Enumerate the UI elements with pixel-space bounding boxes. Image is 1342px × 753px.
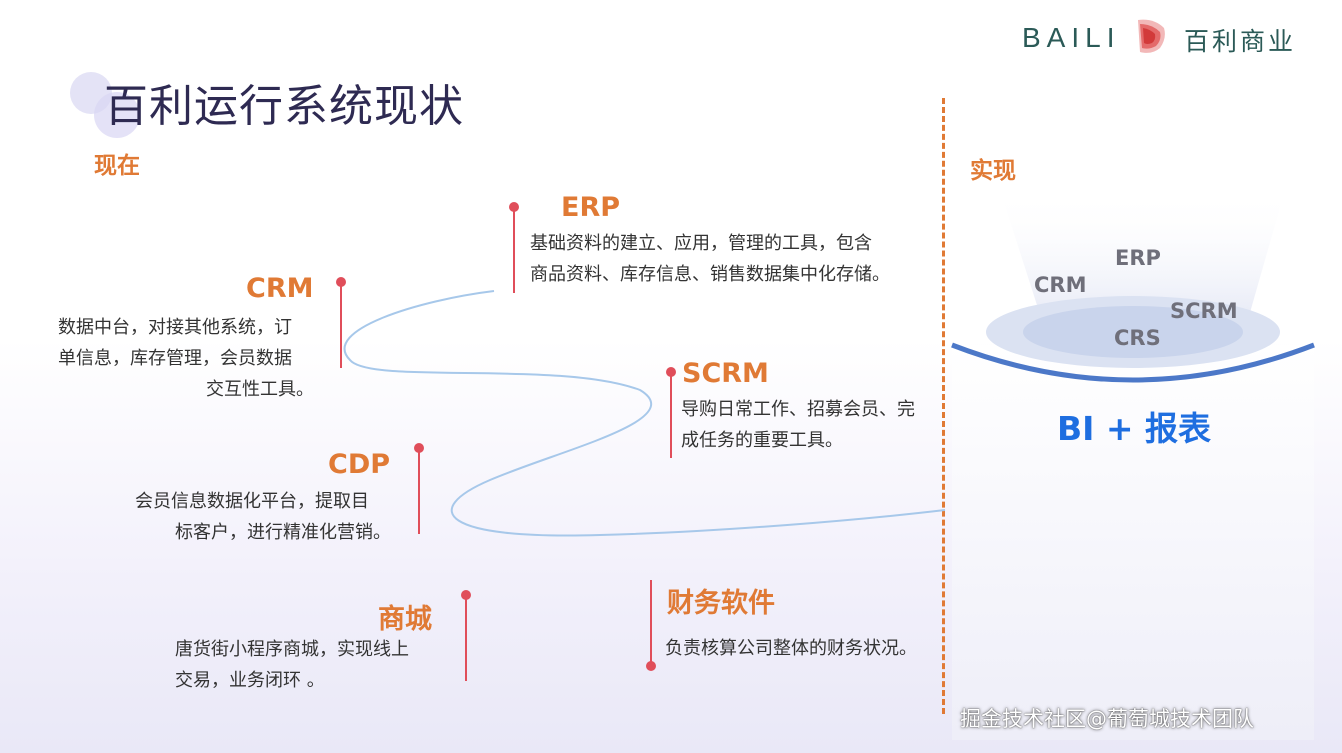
logo-text-cn: 百利商业	[1184, 27, 1297, 56]
bi-stack-item: SCRM	[1170, 299, 1238, 323]
cdp-title: CDP	[328, 449, 391, 480]
cdp-desc-line: 会员信息数据化平台，提取目	[135, 491, 369, 512]
scrm-marker-line	[670, 372, 672, 458]
finance-description: 负责核算公司整体的财务状况。	[665, 633, 917, 664]
scrm-desc-line: 成任务的重要工具。	[681, 430, 843, 451]
baili-logo-mark-icon	[1138, 19, 1165, 53]
crm-description: 数据中台，对接其他系统，订 单信息，库存管理，会员数据 交互性工具。	[58, 312, 314, 405]
erp-title: ERP	[561, 192, 621, 223]
logo-text-en: BAILI	[1022, 22, 1121, 53]
mall-marker-line	[465, 595, 467, 681]
bi-stack-item: CRM	[1034, 273, 1087, 297]
scrm-title: SCRM	[682, 358, 769, 389]
mall-title: 商城	[378, 604, 432, 635]
crm-title: CRM	[246, 273, 314, 304]
section-divider	[942, 98, 945, 714]
watermark: 掘金技术社区@葡萄城技术团队	[960, 707, 1254, 731]
finance-desc-line: 负责核算公司整体的财务状况。	[665, 638, 917, 659]
finance-marker-line	[650, 580, 652, 666]
erp-desc-line: 基础资料的建立、应用，管理的工具，包含	[530, 233, 872, 254]
mall-description: 唐货街小程序商城，实现线上 交易，业务闭环 。	[175, 634, 409, 696]
erp-desc-line: 商品资料、库存信息、销售数据集中化存储。	[530, 264, 890, 285]
bi-stack-item: ERP	[1115, 246, 1161, 270]
now-label: 现在	[94, 153, 140, 179]
crm-desc-line: 数据中台，对接其他系统，订	[58, 317, 292, 338]
page-title: 百利运行系统现状	[104, 81, 464, 132]
cdp-marker-line	[418, 448, 420, 534]
bi-stack-item: CRS	[1114, 326, 1161, 350]
cdp-description: 会员信息数据化平台，提取目 标客户，进行精准化营销。	[135, 486, 391, 548]
finance-marker-dot	[646, 661, 656, 671]
crm-desc-line: 单信息，库存管理，会员数据	[58, 348, 292, 369]
erp-description: 基础资料的建立、应用，管理的工具，包含 商品资料、库存信息、销售数据集中化存储。	[530, 228, 890, 290]
realized-label: 实现	[970, 158, 1016, 184]
erp-marker-line	[513, 207, 515, 293]
crm-desc-line: 交互性工具。	[206, 379, 314, 400]
brand-logo: BAILI 百利商业	[1022, 14, 1302, 58]
bi-platform-graphic: ERP CRM SCRM CRS BI + 报表	[945, 180, 1342, 740]
bi-title: BI + 报表	[1057, 409, 1212, 448]
mall-desc-line: 唐货街小程序商城，实现线上	[175, 639, 409, 660]
crm-marker-line	[340, 282, 342, 368]
scrm-desc-line: 导购日常工作、招募会员、完	[681, 399, 915, 420]
mall-desc-line: 交易，业务闭环 。	[175, 670, 325, 691]
bi-platform-shape	[951, 190, 1315, 740]
finance-title: 财务软件	[667, 588, 775, 619]
title-decoration-circle	[94, 92, 140, 138]
scrm-description: 导购日常工作、招募会员、完 成任务的重要工具。	[681, 394, 915, 456]
cdp-desc-line: 标客户，进行精准化营销。	[175, 522, 391, 543]
